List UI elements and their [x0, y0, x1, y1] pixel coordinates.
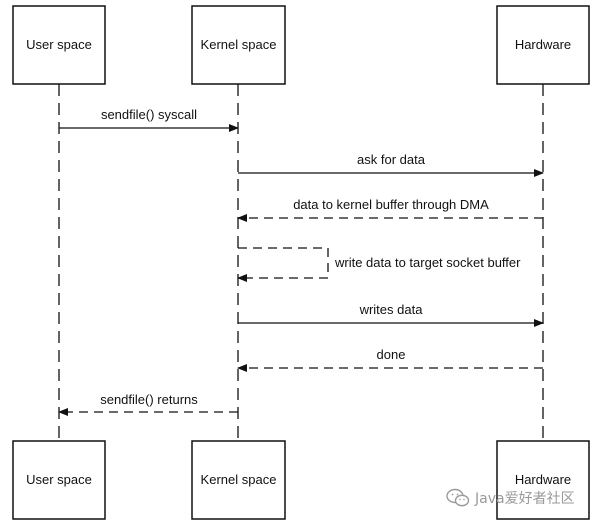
message-writes-data: writes data [238, 302, 544, 327]
wechat-icon [446, 488, 470, 507]
participant-user-top: User space [12, 5, 106, 85]
message-self-write-socket-buffer-arrow [237, 247, 329, 282]
message-self-write-socket-buffer: write data to target socket buffer [237, 247, 521, 282]
participant-user-bottom: User space [12, 440, 106, 520]
participant-user-top-label: User space [26, 37, 92, 52]
participant-hardware-bottom-label: Hardware [515, 472, 571, 487]
message-self-write-socket-buffer-label: write data to target socket buffer [334, 255, 521, 270]
message-ask-for-data: ask for data [238, 152, 544, 177]
participant-hardware-top: Hardware [496, 5, 590, 85]
participant-user-bottom-label: User space [26, 472, 92, 487]
watermark-text: Java爱好者社区 [475, 491, 575, 507]
watermark: Java爱好者社区 [446, 484, 575, 512]
participant-kernel-top: Kernel space [191, 5, 286, 85]
message-dma-return: data to kernel buffer through DMA [237, 197, 543, 222]
message-done-label: done [377, 347, 406, 362]
message-sendfile-returns-label: sendfile() returns [100, 392, 198, 407]
message-sendfile-syscall-label: sendfile() syscall [101, 107, 197, 122]
message-ask-for-data-label: ask for data [357, 152, 426, 167]
participant-hardware-top-label: Hardware [515, 37, 571, 52]
participant-kernel-top-label: Kernel space [201, 37, 277, 52]
participant-kernel-bottom-label: Kernel space [201, 472, 277, 487]
message-done: done [237, 347, 543, 372]
message-writes-data-label: writes data [359, 302, 424, 317]
message-sendfile-syscall: sendfile() syscall [59, 107, 239, 132]
participant-kernel-bottom: Kernel space [191, 440, 286, 520]
message-sendfile-returns: sendfile() returns [58, 392, 238, 416]
participant-hardware-bottom: Hardware [496, 440, 590, 520]
message-dma-return-label: data to kernel buffer through DMA [293, 197, 489, 212]
